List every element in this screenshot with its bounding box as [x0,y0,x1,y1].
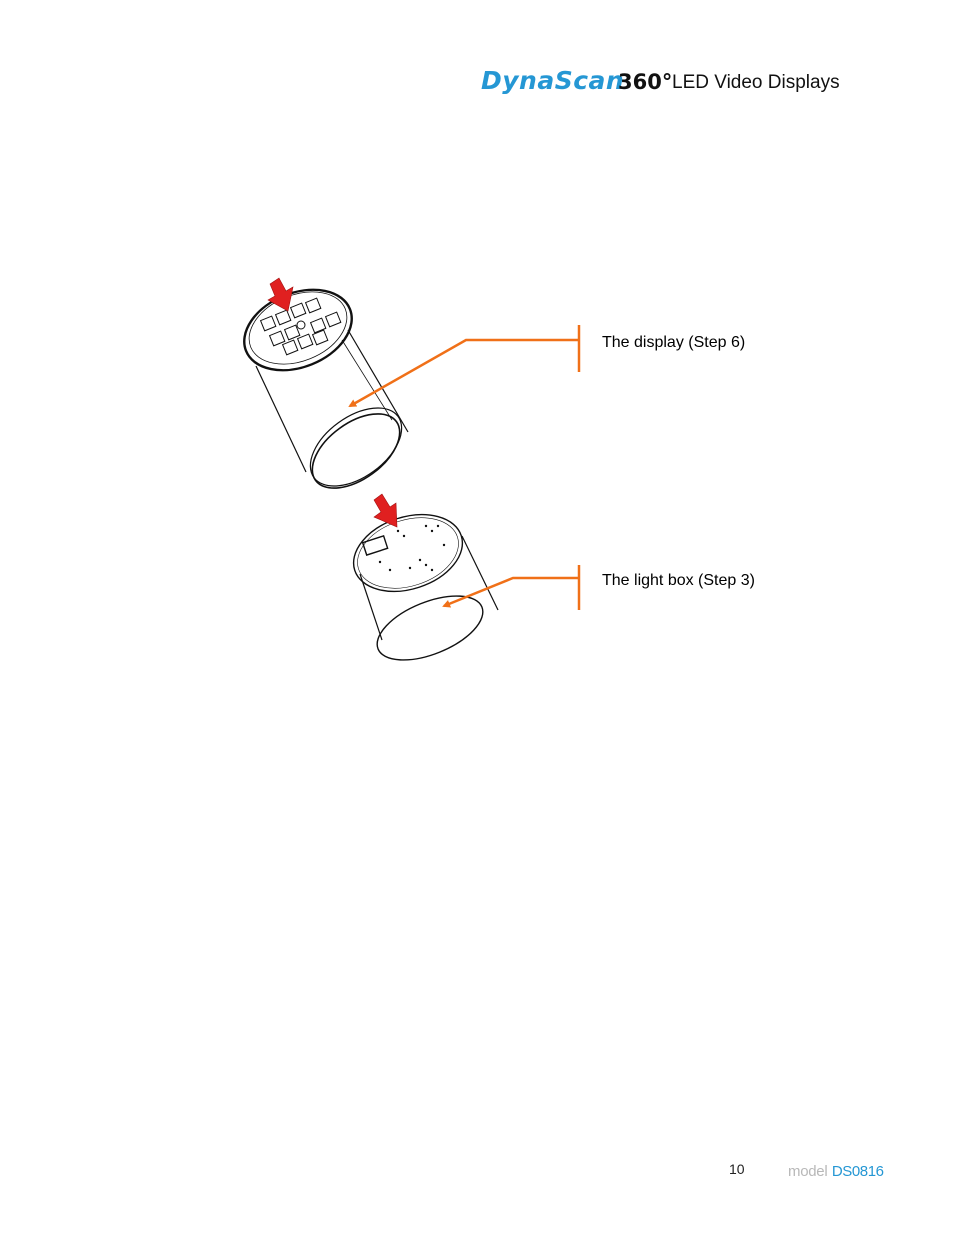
display-top-panels [259,297,342,356]
lightbox-top-holes [378,524,446,572]
callout-leader-display [348,325,581,408]
caption-display: The display (Step 6) [602,334,746,351]
lightbox-cylinder-drawing [352,513,499,661]
red-down-arrow-icon [267,277,294,312]
model-tag: model DS0816 [788,1163,884,1181]
brand-360: 360° [618,70,673,94]
brand-tagline: LED Video Displays [672,72,840,93]
page-number: 10 [729,1161,745,1177]
brand-logo: DynaScan [481,66,625,95]
model-word: model [788,1163,828,1180]
model-code: DS0816 [831,1163,884,1180]
red-down-arrow-icon-2 [373,493,398,528]
callout-leader-lightbox [442,565,581,610]
display-cylinder-drawing [243,288,409,489]
caption-lightbox: The light box (Step 3) [602,572,755,589]
